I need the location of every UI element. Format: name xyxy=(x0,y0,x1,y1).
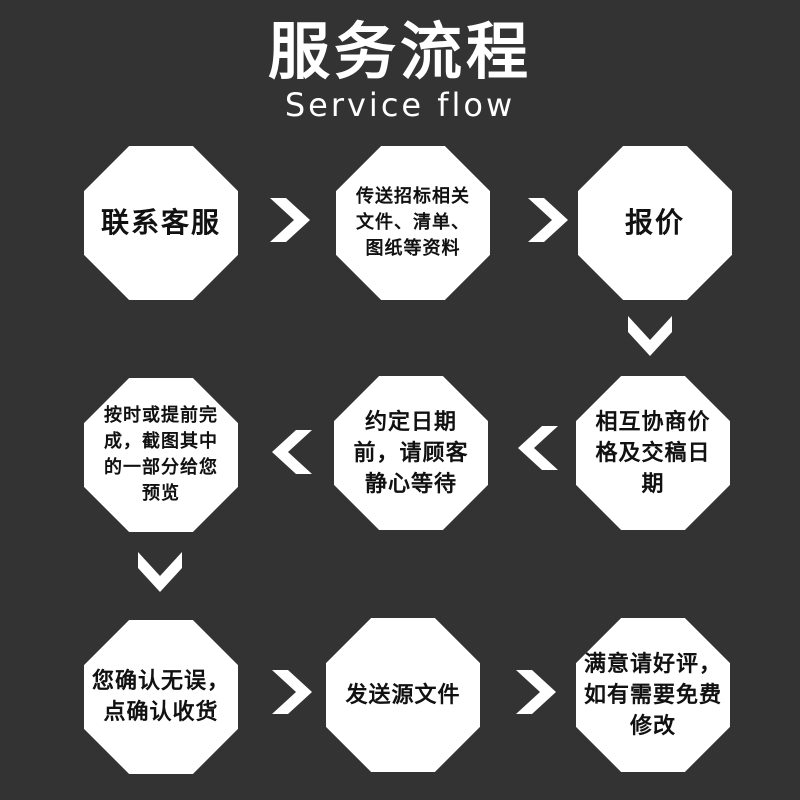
step-label: 发送源文件 xyxy=(345,682,461,708)
step-preview-delivery: 按时或提前完成，截图其中的一部分给您预览 xyxy=(84,378,238,532)
step-wait-for-deadline: 约定日期前，请顾客静心等待 xyxy=(334,376,488,530)
step-label: 您确认无误，点确认收货 xyxy=(91,669,230,725)
arrow-right-icon xyxy=(268,668,316,716)
step-label: 报价 xyxy=(624,206,685,239)
step-contact-service: 联系客服 xyxy=(84,146,238,300)
arrow-right-icon xyxy=(266,196,314,244)
step-label: 约定日期前，请顾客静心等待 xyxy=(353,409,469,497)
step-quote: 报价 xyxy=(578,146,732,300)
page-title: 服务流程 xyxy=(267,15,532,88)
step-label: 按时或提前完成，截图其中的一部分给您预览 xyxy=(104,405,218,504)
arrow-down-icon xyxy=(626,312,674,360)
step-negotiate-price-date: 相互协商价格及交稿日期 xyxy=(576,376,730,530)
step-send-documents: 传送招标相关文件、清单、图纸等资料 xyxy=(336,146,490,300)
step-label: 传送招标相关文件、清单、图纸等资料 xyxy=(356,186,470,259)
step-label: 满意请好评，如有需要免费修改 xyxy=(584,651,723,739)
page-subtitle: Service flow xyxy=(284,86,516,124)
step-send-source-files: 发送源文件 xyxy=(326,618,480,772)
arrow-down-icon xyxy=(136,548,184,596)
step-label: 联系客服 xyxy=(100,206,221,239)
step-label: 相互协商价格及交稿日期 xyxy=(595,409,711,497)
step-confirm-receipt: 您确认无误，点确认收货 xyxy=(84,620,238,774)
arrow-left-icon xyxy=(514,424,562,472)
arrow-right-icon xyxy=(524,196,572,244)
arrow-left-icon xyxy=(268,428,316,476)
step-review-and-revise: 满意请好评，如有需要免费修改 xyxy=(576,618,730,772)
arrow-right-icon xyxy=(512,668,560,716)
